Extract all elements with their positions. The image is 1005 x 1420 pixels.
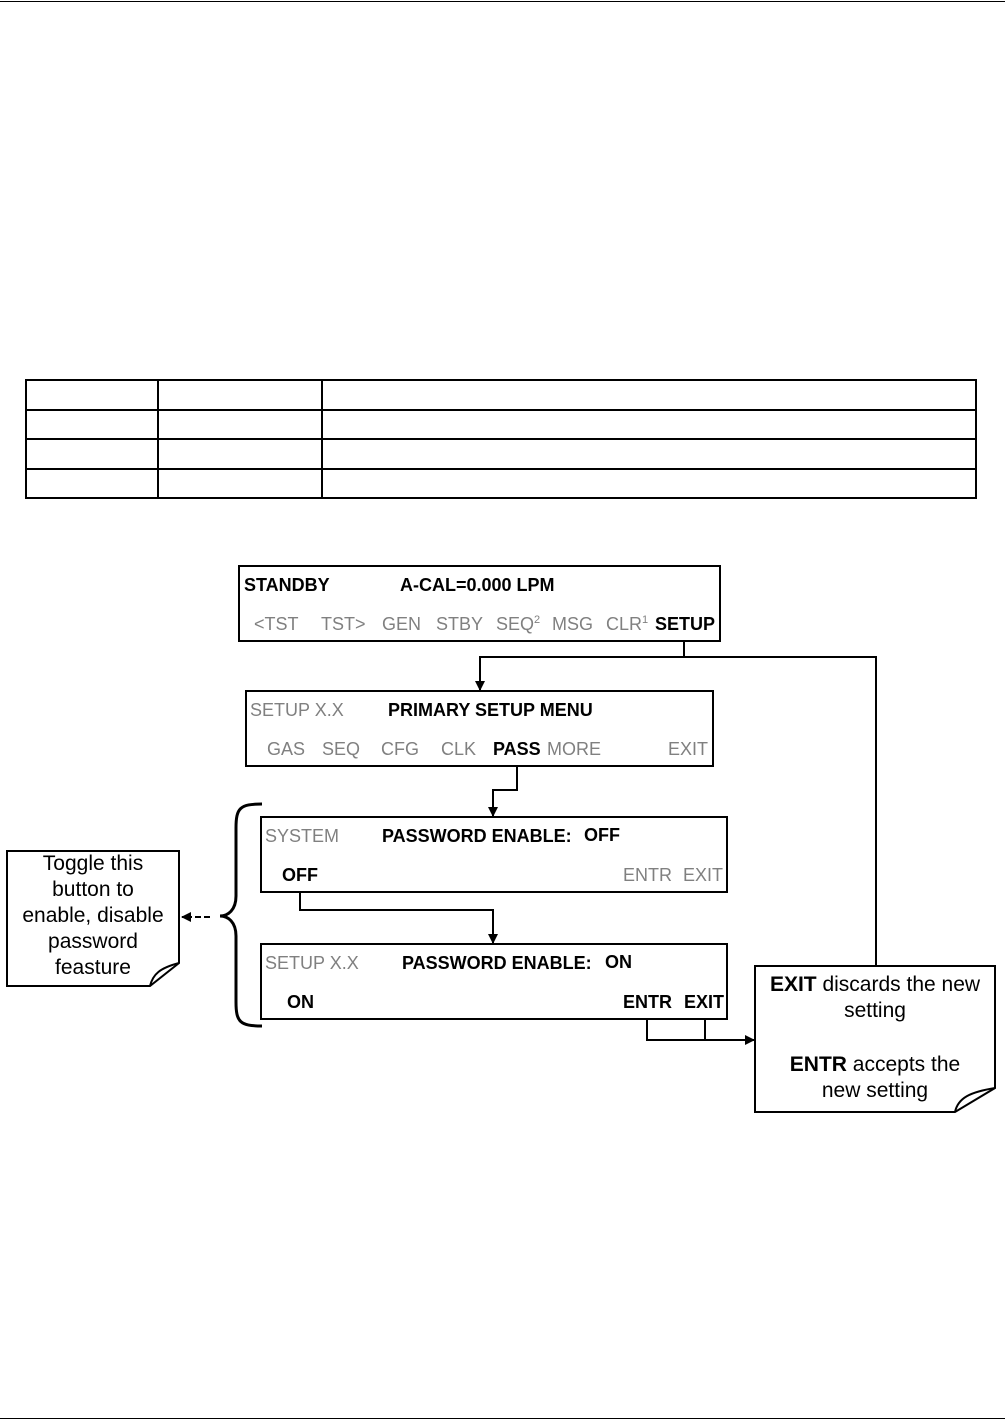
arrow-entr-exit-to-note [646, 1020, 755, 1045]
button-clr[interactable]: CLR1 [606, 614, 649, 634]
button-off-toggle[interactable]: OFF [282, 865, 318, 885]
toggle-callout: Toggle this button to enable, disable pa… [22, 852, 164, 979]
brace [219, 802, 263, 1028]
toggle-note-shape [6, 850, 180, 987]
line-setup-to-exit-note [684, 656, 877, 966]
button-more[interactable]: MORE [547, 739, 601, 759]
button-exit[interactable]: EXIT [684, 992, 725, 1012]
setup-version-label: SETUP X.X [265, 953, 359, 973]
standby-status-readout: A-CAL=0.000 LPM [400, 575, 555, 595]
button-pass[interactable]: PASS [493, 739, 541, 759]
setup-version-label: SETUP X.X [250, 700, 344, 720]
exit-note-shape [754, 965, 996, 1113]
button-gen[interactable]: GEN [382, 614, 422, 634]
standby-mode-label: STANDBY [244, 575, 330, 595]
button-seq[interactable]: SEQ [322, 739, 361, 759]
table-row [25, 467, 977, 499]
button-seq[interactable]: SEQ2 [496, 614, 541, 634]
password-enable-label: PASSWORD ENABLE: [402, 953, 592, 973]
header-rule [0, 1, 1005, 2]
empty-table [25, 379, 977, 499]
button-exit[interactable]: EXIT [668, 739, 709, 759]
password-enable-label: PASSWORD ENABLE: [382, 826, 572, 846]
password-enable-value: ON [605, 952, 632, 972]
button-tst-prev[interactable]: <TST [254, 614, 299, 634]
primary-setup-title: PRIMARY SETUP MENU [388, 700, 593, 720]
system-label: SYSTEM [265, 826, 340, 846]
button-setup[interactable]: SETUP [655, 614, 716, 634]
arrow-pass-to-password [488, 767, 518, 817]
button-exit[interactable]: EXIT [683, 865, 724, 885]
password-enable-off-screen: SYSTEM PASSWORD ENABLE: OFF OFF ENTR EXI… [260, 816, 728, 893]
button-stby[interactable]: STBY [436, 614, 484, 634]
password-enable-value: OFF [584, 825, 620, 845]
button-cfg[interactable]: CFG [381, 739, 419, 759]
primary-setup-screen: SETUP X.X PRIMARY SETUP MENU GAS SEQ CFG… [245, 690, 714, 767]
button-entr[interactable]: ENTR [623, 992, 672, 1012]
button-gas[interactable]: GAS [267, 739, 306, 759]
arrow-setup-to-primary [475, 642, 685, 691]
button-clk[interactable]: CLK [441, 739, 477, 759]
arrow-off-to-on [299, 893, 498, 944]
table-row [25, 438, 977, 470]
button-tst-next[interactable]: TST> [321, 614, 366, 634]
exit-entr-callout: EXIT discards the new setting ENTR accep… [769, 973, 981, 1102]
password-enable-on-screen: SETUP X.X PASSWORD ENABLE: ON ON ENTR EX… [260, 943, 728, 1020]
button-msg[interactable]: MSG [552, 614, 594, 634]
standby-screen: STANDBY A-CAL=0.000 LPM <TST TST> GEN ST… [238, 565, 721, 642]
button-entr[interactable]: ENTR [623, 865, 672, 885]
button-on-toggle[interactable]: ON [287, 992, 314, 1012]
footer-rule [0, 1418, 1005, 1419]
